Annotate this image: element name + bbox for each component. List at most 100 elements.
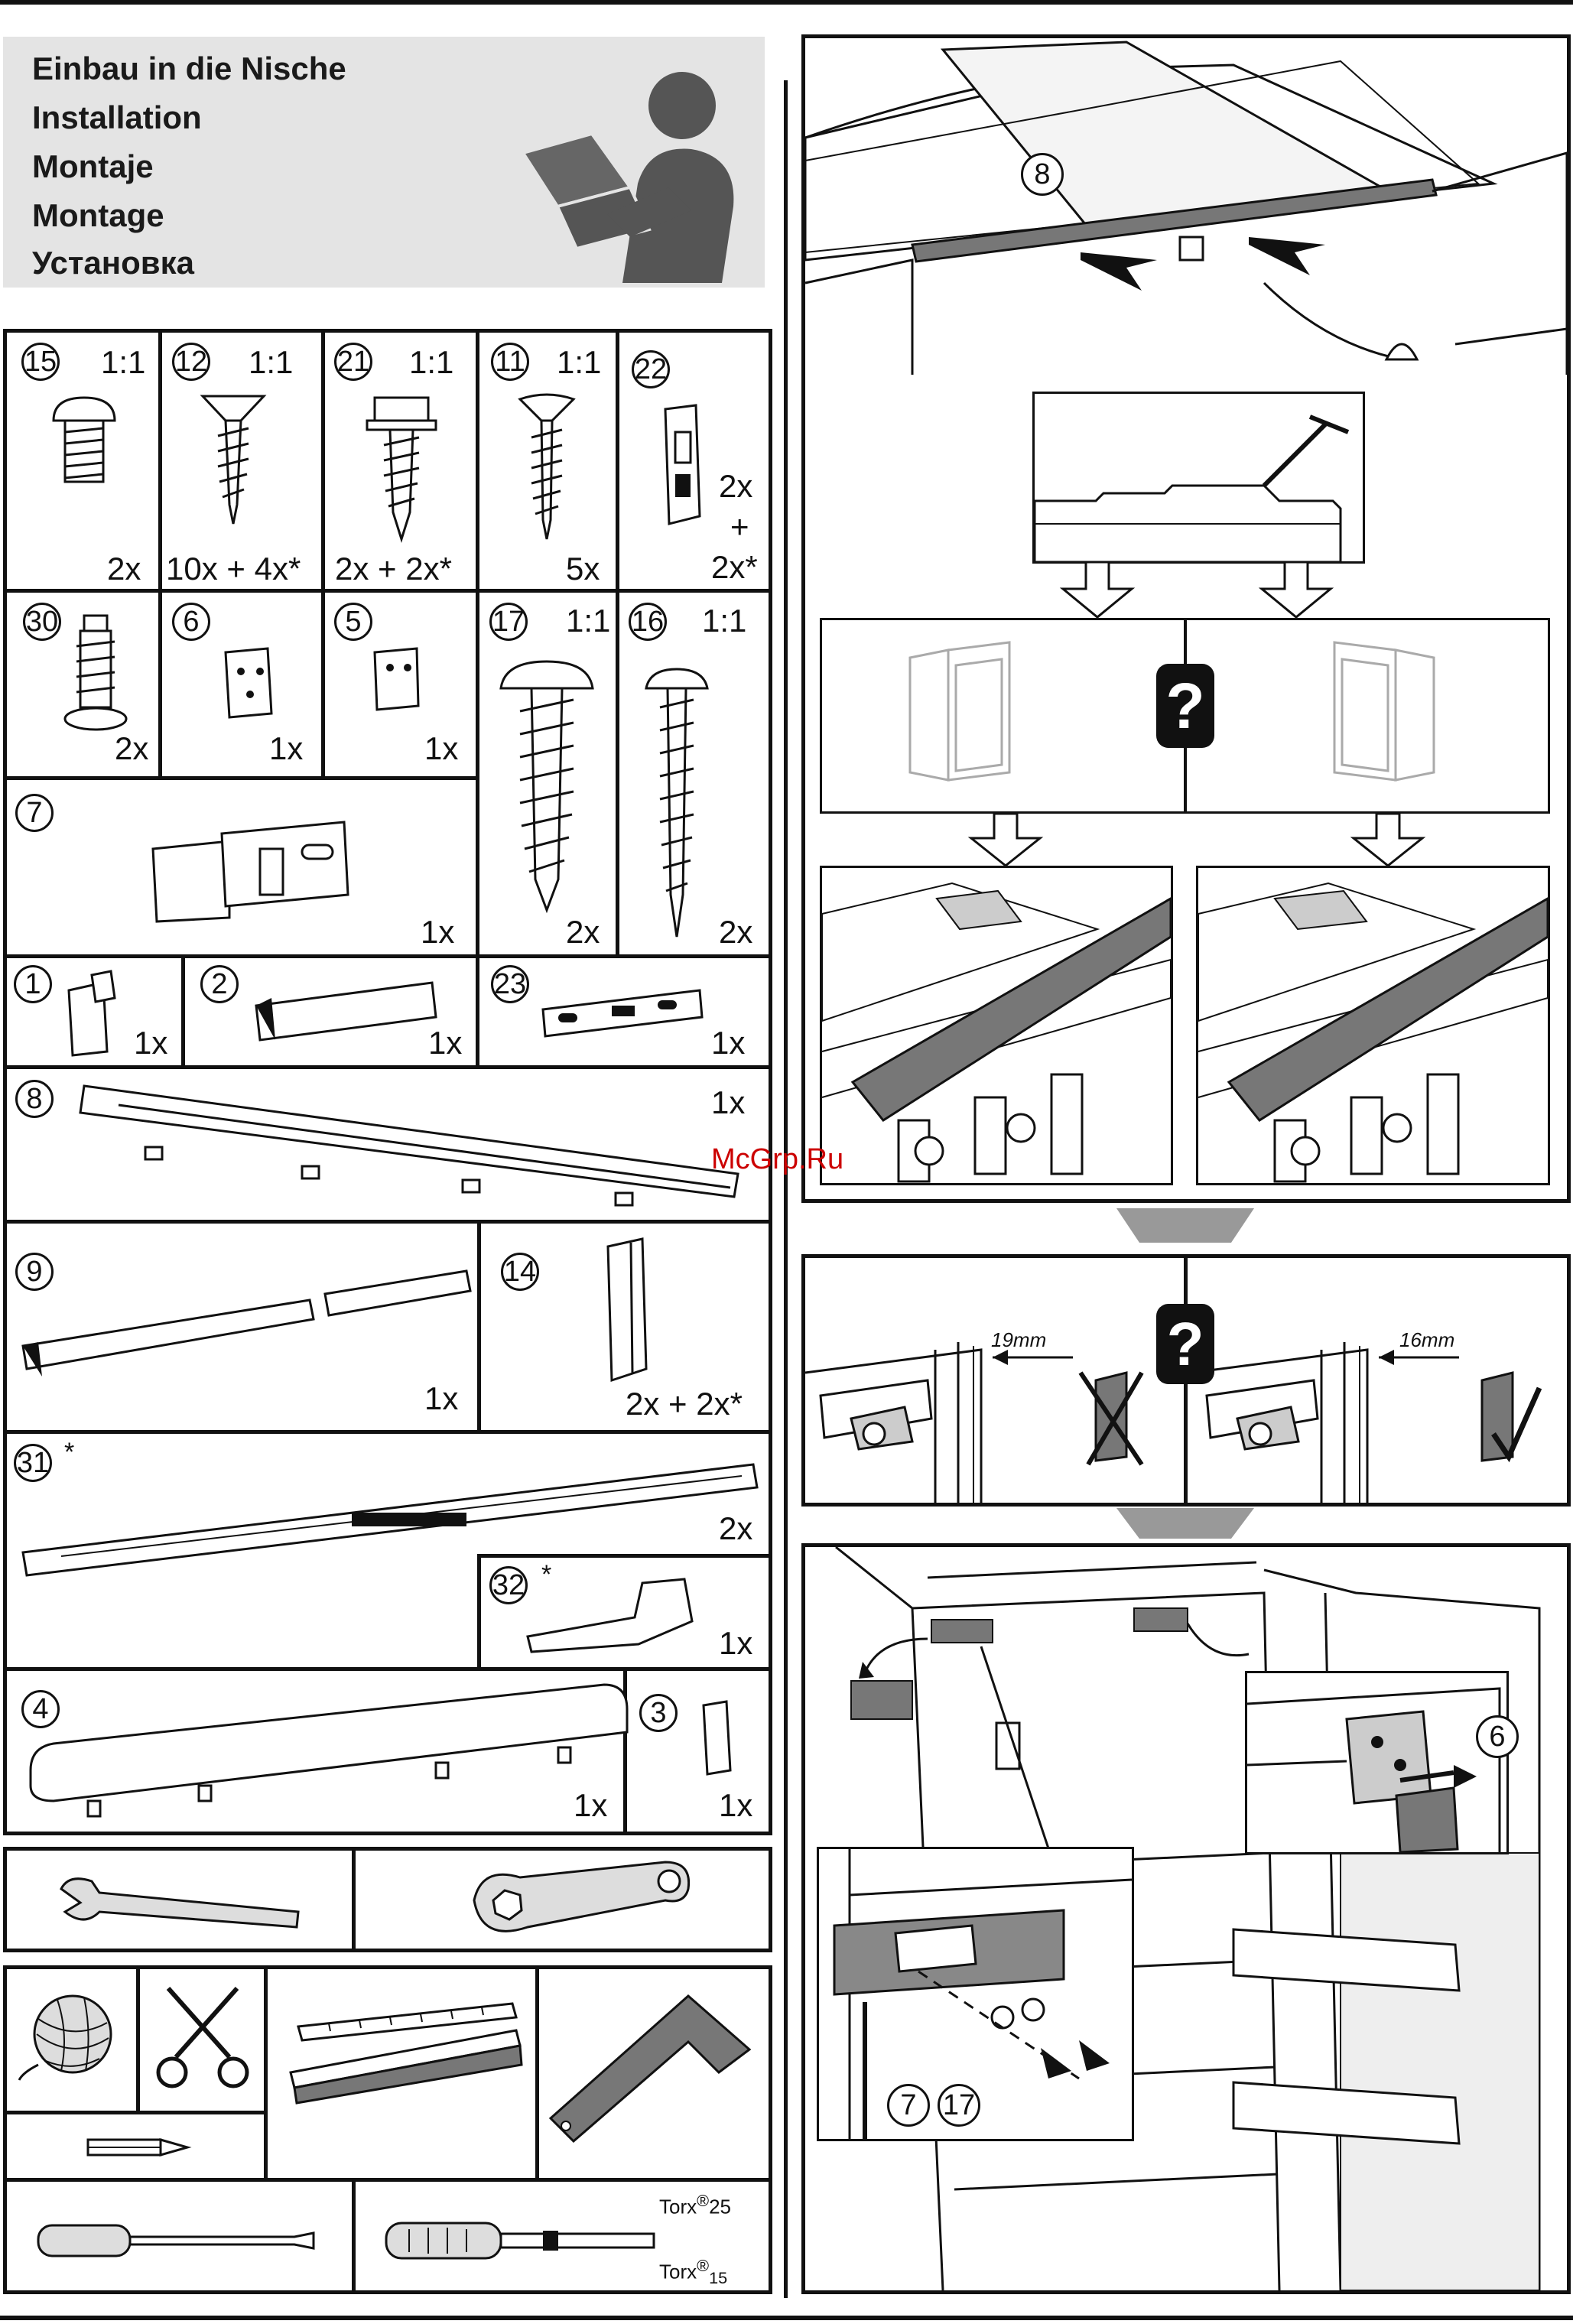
hex-wrench-icon xyxy=(459,1858,704,1942)
dim-16mm: 16mm xyxy=(1399,1328,1454,1352)
hinge-16mm-drawing xyxy=(1191,1266,1566,1503)
bracket-23-icon xyxy=(535,986,711,1048)
part-number: 8 xyxy=(15,1080,54,1118)
part-number: 23 xyxy=(491,965,529,1003)
divider xyxy=(136,1965,140,2111)
title-ru: Установка xyxy=(32,245,194,281)
divider xyxy=(535,1965,539,2179)
part-number: 17 xyxy=(489,603,528,641)
arrows-down-icon xyxy=(948,814,1468,867)
plate-6-icon xyxy=(218,641,279,725)
divider xyxy=(3,2178,772,2182)
detail-right-drawing xyxy=(1198,868,1548,1183)
step-arrow-icon xyxy=(1116,1208,1254,1247)
part-qty: 2x xyxy=(107,551,141,587)
step-part-number: 7 xyxy=(887,2084,930,2127)
divider xyxy=(477,1220,481,1432)
step-part-number: 8 xyxy=(1021,153,1064,196)
divider xyxy=(3,2111,267,2114)
part-number: 21 xyxy=(334,343,372,381)
divider xyxy=(352,1847,356,1952)
divider xyxy=(3,1220,772,1224)
wrench-icon xyxy=(54,1866,306,1935)
part-number: 30 xyxy=(23,603,61,641)
divider xyxy=(181,954,185,1068)
part-number: 7 xyxy=(15,794,54,832)
set-square-icon xyxy=(543,1988,757,2157)
part-number: 14 xyxy=(501,1253,539,1291)
dim-19mm: 19mm xyxy=(991,1328,1046,1352)
title-es: Montaje xyxy=(32,148,154,185)
screw-11-icon xyxy=(512,390,581,543)
screw-30-icon xyxy=(57,608,134,738)
pencil-icon xyxy=(84,2132,191,2163)
step-arrow-icon xyxy=(1116,1508,1254,1542)
bar-2-icon xyxy=(249,975,447,1051)
part-number: 12 xyxy=(172,343,210,381)
part-qty: + xyxy=(730,509,749,545)
part-qty: 2x* xyxy=(711,549,758,586)
part-qty: 1x xyxy=(711,1084,745,1121)
divider xyxy=(3,776,477,780)
door-right-icon xyxy=(1327,635,1441,788)
hinge-inset-drawing xyxy=(1247,1673,1506,1852)
part-qty: 2x xyxy=(115,730,148,767)
divider xyxy=(321,329,325,778)
section-header: Einbau in die Nische Installation Montaj… xyxy=(3,37,765,288)
arrows-down-icon xyxy=(1040,562,1361,619)
divider xyxy=(158,329,162,778)
screw-15-icon xyxy=(46,390,122,489)
part-qty: 1x xyxy=(269,730,303,767)
top-rule xyxy=(0,0,1573,5)
divider xyxy=(3,1065,772,1069)
divider xyxy=(616,329,619,956)
part-number: 16 xyxy=(629,603,667,641)
question-icon: ? xyxy=(1156,1304,1214,1384)
detail-left-drawing xyxy=(822,868,1171,1183)
spacer-14-icon xyxy=(600,1235,661,1388)
part-qty: 1x xyxy=(574,1787,607,1824)
part-qty: 5x xyxy=(566,551,600,587)
part-qty: 1x xyxy=(719,1787,752,1824)
bracket-22-icon xyxy=(654,401,715,531)
part-qty: 2x xyxy=(719,468,752,505)
title-fr: Montage xyxy=(32,197,164,234)
torx-15-label: Torx®15 xyxy=(659,2256,727,2288)
divider xyxy=(352,2178,356,2294)
watermark: McGrp.Ru xyxy=(711,1143,843,1176)
part-number: 15 xyxy=(21,343,60,381)
question-icon: ? xyxy=(1156,664,1214,748)
part-number: 6 xyxy=(172,603,210,641)
cover-4-icon xyxy=(23,1679,627,1824)
divider xyxy=(3,954,772,958)
step-part-number: 6 xyxy=(1476,1715,1519,1758)
part-qty: 1x xyxy=(719,1625,752,1662)
cap-3-icon xyxy=(696,1698,742,1782)
part-scale: 1:1 xyxy=(409,344,453,381)
title-de: Einbau in die Nische xyxy=(32,50,346,87)
string-ball-icon xyxy=(15,1988,122,2088)
part-qty: 1x xyxy=(428,1025,462,1061)
part-number: 22 xyxy=(632,350,670,388)
part-qty: 1x xyxy=(134,1025,167,1061)
plate-5-icon xyxy=(363,641,432,717)
part-qty: 1x xyxy=(421,914,454,951)
part-scale: 1:1 xyxy=(101,344,145,381)
part-qty: 1x xyxy=(711,1025,745,1061)
title-en: Installation xyxy=(32,99,202,136)
step-part-number: 17 xyxy=(938,2084,980,2127)
part-scale: 1:1 xyxy=(249,344,293,381)
scissors-icon xyxy=(153,1981,252,2095)
part-qty: 2x xyxy=(719,914,752,951)
part-scale: 1:1 xyxy=(566,603,610,639)
part-qty: 1x xyxy=(424,730,458,767)
part-number: 3 xyxy=(639,1694,678,1732)
reading-person-icon xyxy=(515,54,745,283)
cabinet-top-drawing xyxy=(805,38,1567,375)
divider xyxy=(3,1430,772,1434)
part-qty: 2x + 2x* xyxy=(335,551,452,587)
torx-25-label: Torx®25 xyxy=(659,2191,731,2219)
part-scale: 1:1 xyxy=(557,344,601,381)
part-number: 5 xyxy=(334,603,372,641)
screw-21-icon xyxy=(359,390,444,543)
